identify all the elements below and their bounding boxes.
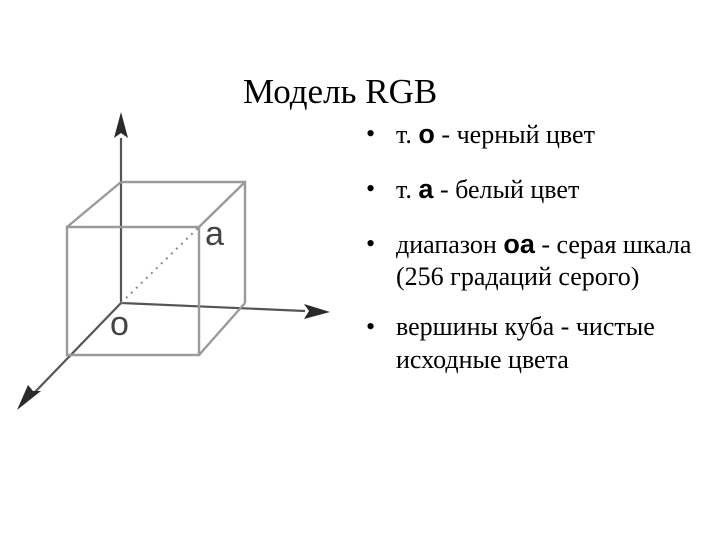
slide-title: Модель RGB — [243, 72, 438, 111]
axis-arrowheads — [17, 112, 330, 410]
bullet-suffix: - белый цвет — [433, 175, 580, 204]
bullet-item: т. а - белый цвет — [366, 173, 716, 206]
point-o-label: o — [110, 305, 129, 343]
axis-horizontal — [120, 301, 306, 313]
arrowhead-up — [114, 112, 128, 138]
bullet-prefix: диапазон — [396, 230, 504, 259]
bullet-emphasis: o — [418, 119, 435, 149]
point-a-label: a — [205, 215, 224, 253]
bullet-prefix: т. — [396, 120, 419, 149]
cube-front-face — [65, 225, 201, 357]
bullet-suffix: - серая шкала (256 градаций серого) — [396, 230, 692, 291]
cube — [65, 180, 247, 357]
arrowhead-right — [304, 304, 330, 319]
gray-diagonal — [120, 226, 200, 304]
bullet-prefix: т. — [396, 175, 419, 204]
axes — [34, 138, 306, 393]
bullet-suffix: - черный цвет — [434, 120, 595, 149]
bullet-emphasis: а — [418, 174, 434, 204]
bullet-list: т. o - черный цвет т. а - белый цвет диа… — [366, 118, 716, 376]
arrowhead-down-left — [17, 385, 41, 410]
bullet-item: т. o - черный цвет — [366, 118, 716, 151]
axis-diagonal — [34, 302, 122, 393]
cube-edge-top-left — [66, 181, 122, 228]
bullet-emphasis: oa — [503, 229, 535, 259]
bullet-item: вершины куба - чистые исходные цвета — [366, 311, 716, 376]
bullet-prefix: вершины куба - чистые исходные цвета — [396, 312, 655, 374]
bullet-item: диапазон oa - серая шкала (256 градаций … — [366, 228, 716, 293]
cube-edge-top-right — [198, 181, 246, 228]
cube-edge-bottom-right — [198, 302, 246, 356]
